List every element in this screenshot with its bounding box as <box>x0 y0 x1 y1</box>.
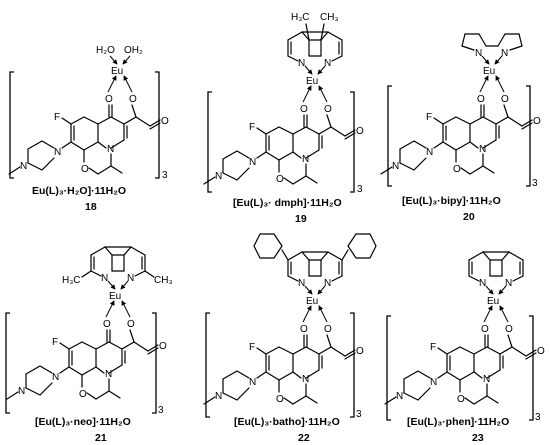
compound-formula: [Eu(L)₃· dmph]·11H₂O <box>233 197 342 209</box>
right-bracket <box>350 91 355 193</box>
compound-21: Eu H₃C CH₃ 3 [Eu(L)₃·neo]·11H₂O 21 <box>5 247 173 444</box>
eu-atom: Eu <box>111 66 123 77</box>
left-bracket <box>205 312 210 418</box>
stoich-subscript: 3 <box>535 412 541 423</box>
aqua-ligand-left: H₂O <box>96 45 115 56</box>
compound-number: 23 <box>472 432 484 444</box>
compound-number: 22 <box>298 432 310 444</box>
compound-formula: [Eu(L)₃·phen]·11H₂O <box>407 416 509 428</box>
methyl-left: H₃C <box>62 275 81 286</box>
compound-number: 18 <box>85 201 97 213</box>
left-bracket <box>386 315 391 421</box>
methyl-right: CH₃ <box>320 12 339 23</box>
eu-complex-18: Eu H₂O OH₂ <box>9 45 169 175</box>
svg-text:Eu: Eu <box>109 291 121 302</box>
left-bracket <box>9 71 14 179</box>
stoich-subscript: 3 <box>158 405 164 416</box>
stoich-subscript: 3 <box>357 184 363 195</box>
stoich-subscript: 3 <box>162 170 168 181</box>
compound-number: 20 <box>463 211 475 223</box>
eu-complex-22: Eu <box>204 233 377 405</box>
left-bracket <box>5 312 10 414</box>
compound-19: Eu H₃C CH₃ 3 [Eu(L)₃· dmph]·11H₂O 19 <box>204 12 364 225</box>
methyl-right: CH₃ <box>154 275 173 286</box>
compound-formula: Eu(L)₃·H₂O]·11H₂O <box>32 185 126 197</box>
right-bracket <box>526 85 531 187</box>
eu-complex-20: Eu <box>381 34 541 175</box>
stoich-subscript: 3 <box>532 178 538 189</box>
svg-text:Eu: Eu <box>483 66 495 77</box>
svg-text:Eu: Eu <box>487 296 499 307</box>
eu-complex-23: Eu <box>385 252 545 405</box>
svg-text:Eu: Eu <box>306 296 318 307</box>
eu-complex-19: Eu H₃C CH₃ <box>204 12 364 185</box>
right-bracket <box>155 71 160 179</box>
compound-20: Eu 3 [Eu(L)₃·bipy]·11H₂O 20 <box>381 34 541 223</box>
right-bracket <box>152 312 157 414</box>
compound-formula: [Eu(L)₃·bipy]·11H₂O <box>402 195 501 207</box>
svg-text:Eu: Eu <box>306 76 318 87</box>
left-bracket <box>207 91 212 193</box>
aqua-ligand-right: OH₂ <box>124 45 143 56</box>
compound-number: 19 <box>295 213 307 225</box>
compound-formula: [Eu(L)₃·neo]·11H₂O <box>35 416 131 428</box>
left-bracket <box>387 85 392 187</box>
compound-23: Eu 3 [Eu(L)₃·phen]·11H₂O 23 <box>385 252 545 444</box>
right-bracket <box>529 315 534 421</box>
compound-number: 21 <box>95 432 107 444</box>
methyl-left: H₃C <box>291 12 310 23</box>
compound-formula: [Eu(L)₃·batho]·11H₂O <box>234 416 340 428</box>
eu-complex-21: Eu H₃C CH₃ <box>7 247 173 400</box>
stoich-subscript: 3 <box>356 409 362 420</box>
compound-18: Eu H₂O OH₂ 3 Eu(L)₃·H₂O]·11H₂O 18 <box>9 45 169 213</box>
compound-22: Eu 3 [Eu(L)₃·batho]·11H₂O 22 <box>204 233 377 444</box>
right-bracket <box>350 312 355 418</box>
